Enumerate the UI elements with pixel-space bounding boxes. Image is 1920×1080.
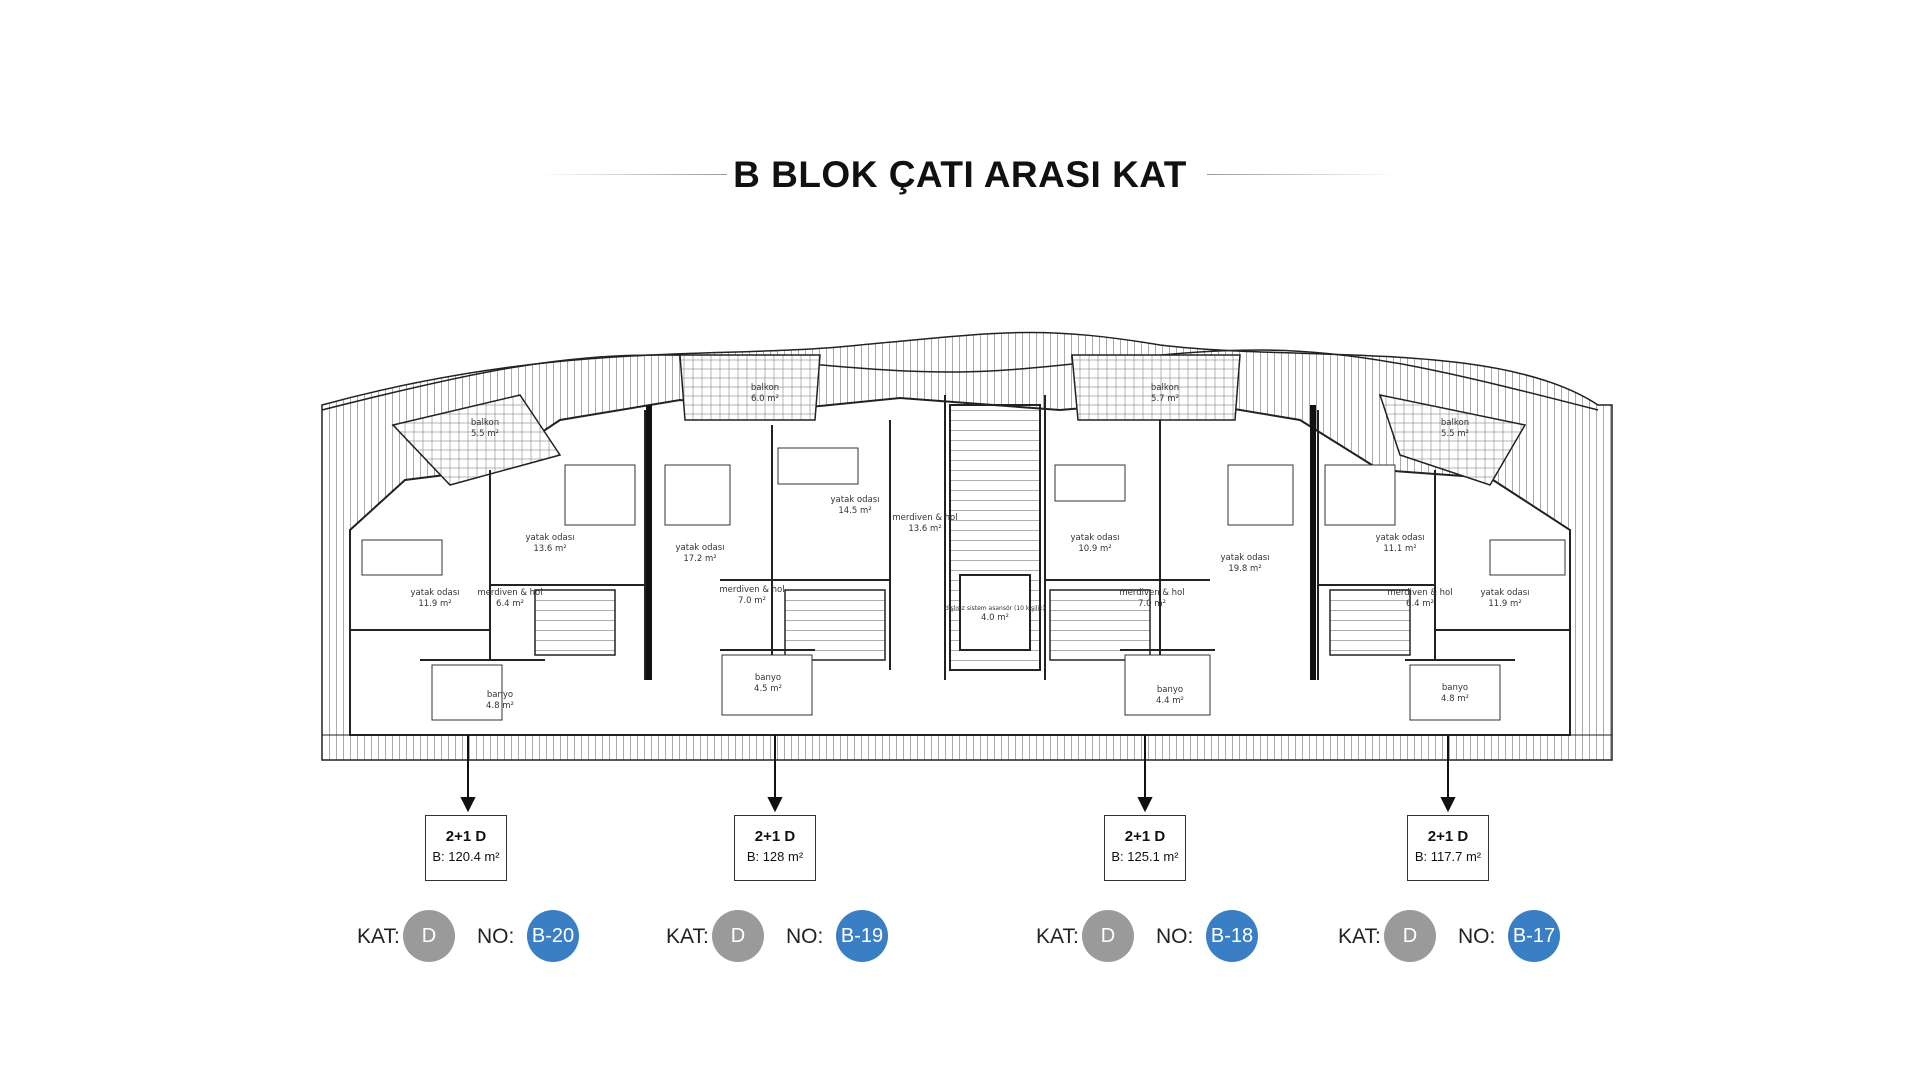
kat-badge: D — [712, 910, 764, 962]
no-label: NO: — [1156, 925, 1194, 948]
unit-area: B: 117.7 m² — [1414, 849, 1482, 864]
room-area: 17.2 m² — [683, 554, 716, 564]
room-area: 5.5 m² — [1441, 429, 1469, 439]
room-name: merdiven & hol — [1387, 588, 1452, 598]
room-name: yatak odası — [831, 495, 880, 505]
balcony-1 — [391, 394, 562, 486]
room-area: 10.9 m² — [1078, 544, 1111, 554]
room-area: 6.0 m² — [751, 394, 779, 404]
roof-eave-bottom — [321, 734, 1613, 761]
room-name: balkon — [1441, 418, 1469, 428]
room-name: banyo — [1157, 685, 1183, 695]
unit-card-b19: 2+1 D B: 128 m² — [734, 815, 816, 881]
structural-wall-1 — [646, 405, 652, 680]
kat-label: KAT: — [357, 925, 400, 948]
room-area: 13.6 m² — [908, 524, 941, 534]
kat-badge: D — [403, 910, 455, 962]
room-area: 7.0 m² — [738, 596, 766, 606]
no-label: NO: — [477, 925, 515, 948]
room-name: merdiven & hol — [477, 588, 542, 598]
room-name: banyo — [1442, 683, 1468, 693]
balcony-4 — [1378, 394, 1527, 486]
balcony-2 — [679, 354, 821, 421]
balcony-3 — [1071, 354, 1241, 421]
room-name: yatak odası — [1481, 588, 1530, 598]
unit-type: 2+1 D — [754, 828, 796, 845]
unit-arrows — [460, 735, 1456, 813]
room-name: yatak odası — [676, 543, 725, 553]
room-name: yatak odası — [1071, 533, 1120, 543]
room-area: 11.9 m² — [1488, 599, 1521, 609]
unit-card-b18: 2+1 D B: 125.1 m² — [1104, 815, 1186, 881]
unit-type: 2+1 D — [1427, 828, 1469, 845]
no-badge: B-19 — [836, 910, 888, 962]
kat-badge: D — [1384, 910, 1436, 962]
stair-3 — [1049, 589, 1151, 661]
unit-area: B: 125.1 m² — [1111, 849, 1179, 864]
no-label: NO: — [1458, 925, 1496, 948]
room-area: 6.4 m² — [496, 599, 524, 609]
room-area: 4.4 m² — [1156, 696, 1184, 706]
structural-wall-2 — [1310, 405, 1316, 680]
room-name: merdiven & hol — [719, 585, 784, 595]
room-name: balkon — [471, 418, 499, 428]
unit-area: B: 128 m² — [746, 849, 804, 864]
stair-4 — [1329, 589, 1411, 656]
room-area: 4.5 m² — [754, 684, 782, 694]
room-name: yatak odası — [411, 588, 460, 598]
room-name: merdiven & hol — [1119, 588, 1184, 598]
kat-label: KAT: — [666, 925, 709, 948]
room-labels: balkon 5.5 m² balkon 6.0 m² balkon 5.7 m… — [411, 383, 1530, 711]
room-name: balkon — [751, 383, 779, 393]
no-badge: B-17 — [1508, 910, 1560, 962]
no-badge: B-18 — [1206, 910, 1258, 962]
stair-1 — [534, 589, 616, 656]
kat-badge: D — [1082, 910, 1134, 962]
room-area: 7.0 m² — [1138, 599, 1166, 609]
unit-type: 2+1 D — [1124, 828, 1166, 845]
unit-card-b17: 2+1 D B: 117.7 m² — [1407, 815, 1489, 881]
room-area: 4.8 m² — [1441, 694, 1469, 704]
elevator-shaft — [959, 574, 1031, 651]
furniture — [361, 447, 1566, 721]
page-title: B BLOK ÇATI ARASI KAT — [733, 154, 1187, 195]
room-area: 5.5 m² — [471, 429, 499, 439]
title-rule-right — [1207, 174, 1397, 175]
title-rule-left — [537, 174, 727, 175]
room-name: yatak odası — [526, 533, 575, 543]
room-area: 4.8 m² — [486, 701, 514, 711]
title-bar: B BLOK ÇATI ARASI KAT — [0, 150, 1920, 200]
room-area: 4.0 m² — [981, 613, 1009, 623]
room-name: yatak odası — [1376, 533, 1425, 543]
room-area: 13.6 m² — [533, 544, 566, 554]
no-label: NO: — [786, 925, 824, 948]
unit-info-b20: KAT: D NO: B-20 — [357, 910, 587, 964]
kat-label: KAT: — [1036, 925, 1079, 948]
room-area: 11.9 m² — [418, 599, 451, 609]
room-name: banyo — [487, 690, 513, 700]
roof-outer-curve — [321, 349, 1599, 411]
room-name: yatak odası — [1221, 553, 1270, 563]
unit-area: B: 120.4 m² — [432, 849, 500, 864]
stair-2 — [784, 589, 886, 661]
room-area: 11.1 m² — [1383, 544, 1416, 554]
room-name: balkon — [1151, 383, 1179, 393]
no-badge: B-20 — [527, 910, 579, 962]
room-name: banyo — [755, 673, 781, 683]
unit-info-b18: KAT: D NO: B-18 — [1036, 910, 1266, 964]
room-area: 6.4 m² — [1406, 599, 1434, 609]
unit-info-b19: KAT: D NO: B-19 — [666, 910, 896, 964]
kat-label: KAT: — [1338, 925, 1381, 948]
partitions — [350, 395, 1570, 700]
unit-card-b20: 2+1 D B: 120.4 m² — [425, 815, 507, 881]
unit-type: 2+1 D — [445, 828, 487, 845]
room-area: 5.7 m² — [1151, 394, 1179, 404]
room-name: dışlısız sistem asansör (10 kişilik) — [945, 605, 1045, 612]
room-area: 14.5 m² — [838, 506, 871, 516]
unit-info-b17: KAT: D NO: B-17 — [1338, 910, 1568, 964]
room-area: 19.8 m² — [1228, 564, 1261, 574]
room-name: merdiven & hol — [892, 513, 957, 523]
